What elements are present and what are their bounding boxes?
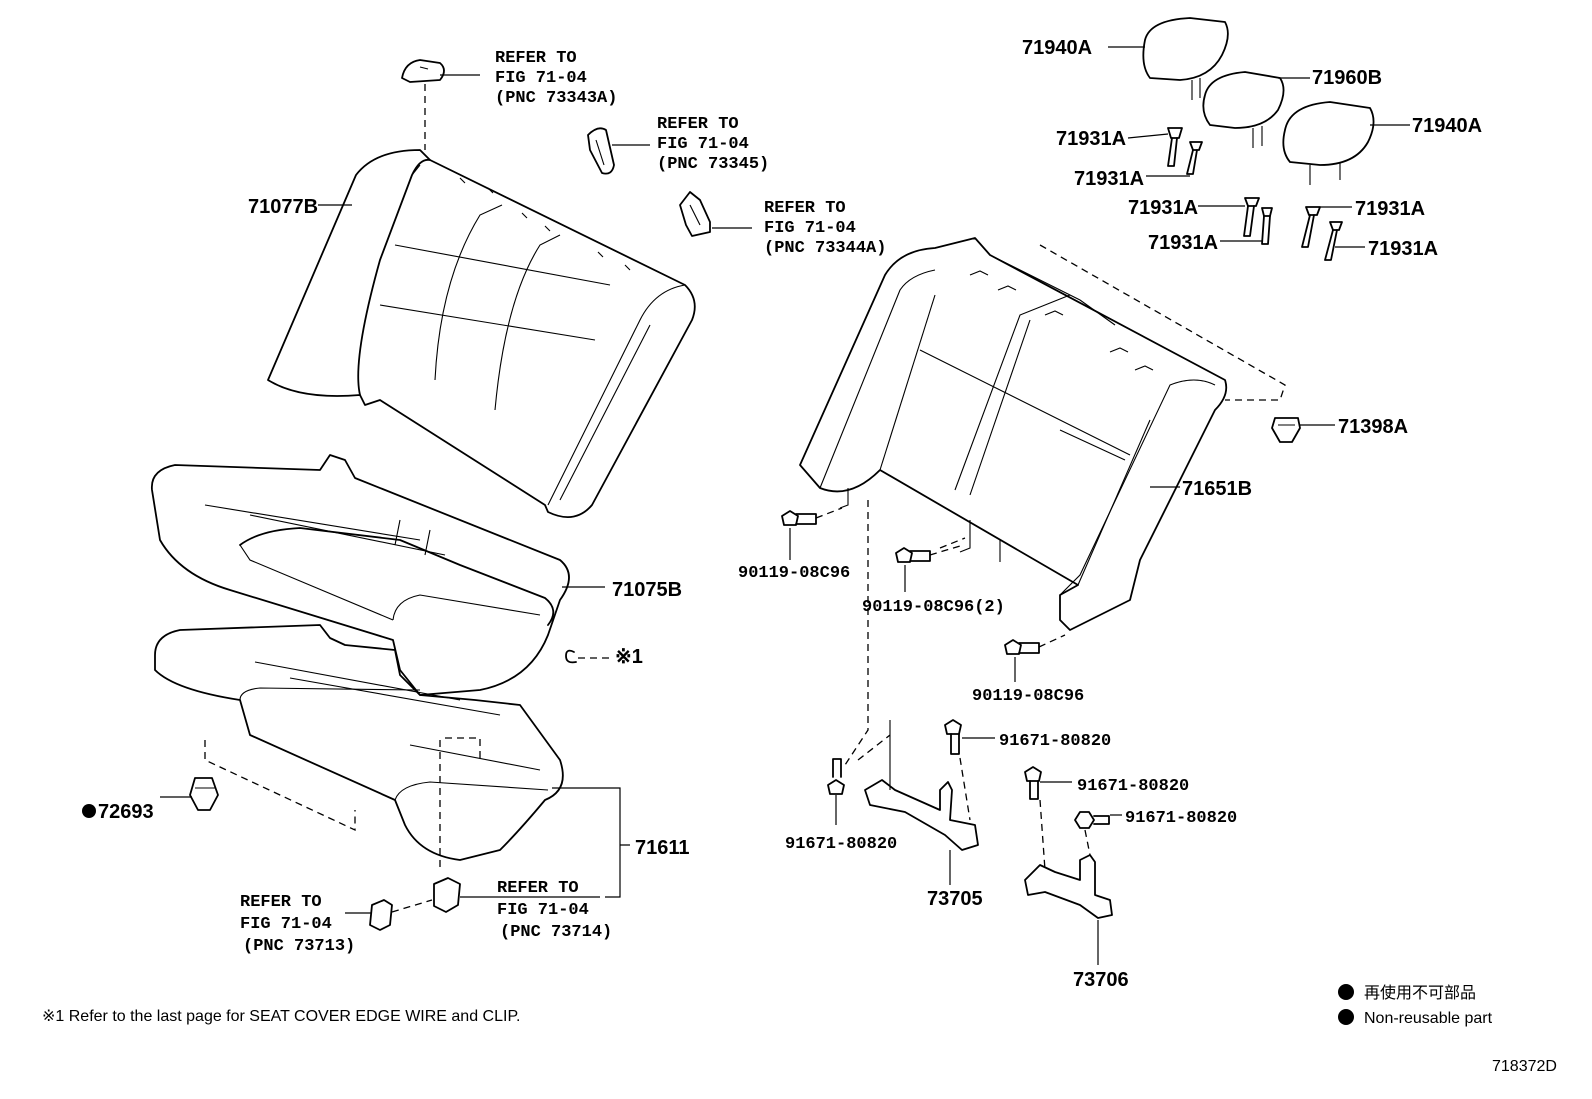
label-73705: 73705 xyxy=(927,888,983,910)
figure-id: 718372D xyxy=(1492,1058,1557,1075)
label-71398A: 71398A xyxy=(1338,416,1408,438)
ref-73344A-l2: FIG 71-04 xyxy=(764,219,856,238)
non-reusable-dot xyxy=(82,804,96,818)
reference-labels: REFER TO FIG 71-04 (PNC 73343A) REFER TO… xyxy=(240,49,886,956)
headrest-center xyxy=(1202,71,1310,148)
guide-cap-73343A xyxy=(401,59,480,150)
headrest-left xyxy=(1108,17,1229,100)
cushion-pad-drawing xyxy=(154,624,564,870)
ref-73713-l3: (PNC 73713) xyxy=(243,937,355,956)
ref-73713-l2: FIG 71-04 xyxy=(240,915,332,934)
label-71960B: 71960B xyxy=(1312,67,1382,89)
label-90119-2: 90119-08C96(2) xyxy=(862,598,1005,617)
ref-73345-l3: (PNC 73345) xyxy=(657,155,769,174)
ref-73713-l1: REFER TO xyxy=(240,893,322,912)
label-71931A-3: 71931A xyxy=(1128,197,1198,219)
ref-73344A-l3: (PNC 73344A) xyxy=(764,239,886,258)
label-91671-1: 91671-80820 xyxy=(999,732,1111,751)
label-71931A-1: 71931A xyxy=(1056,128,1126,150)
hook-73714 xyxy=(433,877,600,913)
clip-71398A xyxy=(1271,417,1335,443)
label-71931A-4: 71931A xyxy=(1148,232,1218,254)
bolts-91671 xyxy=(827,719,1122,871)
hook-73713 xyxy=(345,899,433,931)
label-clip-ref: ※1 xyxy=(615,646,643,668)
bracket-73705 xyxy=(857,720,979,885)
label-71651B: 71651B xyxy=(1182,478,1252,500)
ref-73714-l2: FIG 71-04 xyxy=(497,901,589,920)
ref-73343A-l3: (PNC 73343A) xyxy=(495,89,617,108)
legend-jp: 再使用不可部品 xyxy=(1364,984,1476,1002)
ref-73343A-l2: FIG 71-04 xyxy=(495,69,587,88)
label-71931A-2: 71931A xyxy=(1074,168,1144,190)
label-91671-2: 91671-80820 xyxy=(1077,777,1189,796)
label-71075B: 71075B xyxy=(612,579,682,601)
label-71611: 71611 xyxy=(635,837,690,859)
label-91671-4: 91671-80820 xyxy=(785,835,897,854)
clip-72693 xyxy=(160,777,219,811)
legend-en: Non-reusable part xyxy=(1364,1010,1493,1027)
label-72693: 72693 xyxy=(98,801,154,823)
ref-73345-l1: REFER TO xyxy=(657,115,739,134)
headrest-right xyxy=(1282,101,1410,185)
cushion-cover-drawing xyxy=(151,454,570,696)
footnote: ※1 Refer to the last page for SEAT COVER… xyxy=(42,1008,521,1025)
legend-dot-en xyxy=(1338,1009,1354,1025)
ref-73714-l1: REFER TO xyxy=(497,879,579,898)
ref-73714-l3: (PNC 73714) xyxy=(500,923,612,942)
bracket-73706 xyxy=(1024,854,1113,965)
ref-73345-l2: FIG 71-04 xyxy=(657,135,749,154)
label-71931A-6: 71931A xyxy=(1368,238,1438,260)
bracket-73344A xyxy=(679,191,752,237)
label-90119-3: 90119-08C96 xyxy=(972,687,1084,706)
ref-73343A-l1: REFER TO xyxy=(495,49,577,68)
seatback-cover-drawing xyxy=(267,149,696,519)
legend: 再使用不可部品 Non-reusable part xyxy=(1338,984,1493,1027)
label-91671-3: 91671-80820 xyxy=(1125,809,1237,828)
edge-wire-clip xyxy=(565,649,610,664)
bolts-90119 xyxy=(781,507,1066,682)
leader-71611 xyxy=(552,787,630,898)
label-71940A-right: 71940A xyxy=(1412,115,1482,137)
legend-dot-jp xyxy=(1338,984,1354,1000)
label-90119-1: 90119-08C96 xyxy=(738,564,850,583)
headrest-supports xyxy=(1127,127,1365,261)
bezel-73345 xyxy=(587,127,650,175)
label-71077B: 71077B xyxy=(248,196,318,218)
seatback-pad-drawing xyxy=(799,237,1286,766)
label-71940A-left: 71940A xyxy=(1022,37,1092,59)
part-number-labels: 71077B 71075B 71611 72693 ※1 71940A 7196… xyxy=(82,37,1482,991)
ref-73344A-l1: REFER TO xyxy=(764,199,846,218)
label-71931A-5: 71931A xyxy=(1355,198,1425,220)
label-73706: 73706 xyxy=(1073,969,1129,991)
